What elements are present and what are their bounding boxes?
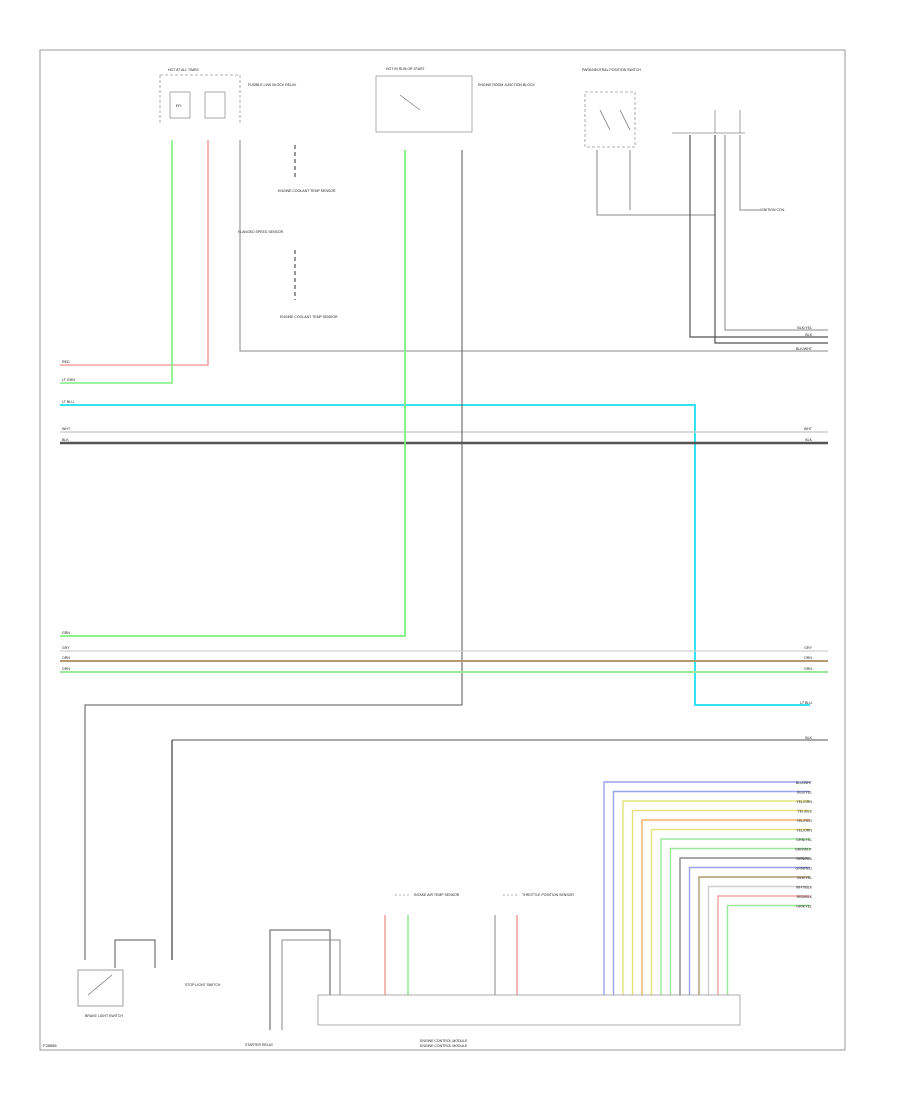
wire-bus-1	[612, 790, 810, 995]
wire-bus-13	[726, 904, 810, 995]
bus-wire-label: GRN/BLK	[796, 857, 812, 861]
ecm-bottom-subtitle: ENGINE CONTROL MODULE	[420, 1044, 468, 1048]
left-wire-label: LT GRN	[62, 378, 75, 382]
wire-bus-7	[669, 847, 810, 995]
relay-mid-title: HOT IN RUN OR START	[386, 67, 426, 71]
bus-wire-label: GRN/YEL	[796, 838, 812, 842]
bus-wire-label: YEL/RED	[797, 819, 813, 823]
right-wire-labels: BLK/YEL BLK BLK/WHT WHT BLK GRY ORN GRN LT BLU BL…	[796, 326, 813, 740]
neutral-switch-title: PARK/NEUTRAL POSITION SWITCH	[582, 68, 641, 72]
right-wire-label: ORN	[804, 656, 812, 660]
footer-code: F28558	[43, 1043, 57, 1048]
ecm-bottom-title: ENGINE CONTROL MODULE	[420, 1039, 468, 1043]
wire-red	[60, 140, 209, 366]
starter-relay-label: STARTER RELAY	[245, 1043, 274, 1047]
right-wire-label: WHT	[804, 427, 813, 431]
wire-neutral-1	[596, 150, 715, 216]
left-wire-label: RED	[62, 360, 70, 364]
wire-right-1	[689, 135, 828, 338]
intake-air-temp-sensor: INTAKE AIR TEMP SENSOR	[395, 893, 460, 897]
connector-top-right	[672, 110, 745, 134]
diagram-frame	[39, 49, 846, 1051]
right-wire-label: BLK	[805, 438, 812, 442]
wire-bus-6	[660, 838, 810, 995]
wire-starter	[269, 929, 331, 1030]
brake-light-switch-label: BRAKE LIGHT SWITCH	[85, 1014, 123, 1018]
relay-left-title: HOT AT ALL TIMES	[168, 68, 199, 72]
wire-lt-grn	[60, 140, 173, 384]
sensor-a-label: ENGINE COOLANT TEMP SENSOR	[278, 189, 336, 193]
wire-cyan	[60, 404, 810, 706]
right-wire-label: BLK	[805, 736, 812, 740]
bus-wire-labels: BLU/WHT BLU/YEL YEL/GRN YEL/BLK YEL/RED YEL/O…	[795, 781, 813, 909]
bus-wire-label: GRN/RED	[795, 867, 812, 871]
wire-bus-12	[717, 895, 810, 995]
wire-layer	[60, 135, 828, 1030]
throttle-position-sensor: THROTTLE POSITION SENSOR	[503, 893, 574, 897]
bus-wire-label: WHT/BLK	[796, 886, 813, 890]
ecm-note: IGNITION COIL	[760, 208, 785, 212]
right-wire-label: BLK/WHT	[796, 347, 813, 351]
right-wire-label: GRY	[804, 646, 812, 650]
wire-switch-tie	[114, 939, 156, 968]
wire-bus-3	[631, 809, 810, 995]
bus-wire-label: YEL/GRN	[796, 800, 812, 804]
left-wire-label: LT BLU	[62, 400, 74, 404]
wire-gray-mid	[84, 150, 463, 960]
left-wire-label: GRN	[62, 631, 70, 635]
intake-air-temp-sensor-label: INTAKE AIR TEMP SENSOR	[414, 893, 460, 897]
relay-left-note: FUSIBLE LINK BLOCK RELAY	[248, 83, 297, 87]
wire-right-3	[724, 135, 828, 331]
brake-light-switch: BRAKE LIGHT SWITCH	[77, 969, 124, 1018]
bus-wire-label: BLU/YEL	[797, 791, 812, 795]
right-wire-label: BLK	[805, 333, 812, 337]
wire-gray-top	[239, 140, 828, 352]
wire-bus-2	[622, 800, 810, 995]
left-wire-label: WHT	[62, 427, 71, 431]
stop-light-switch-note: STOP LIGHT SWITCH	[185, 983, 221, 987]
right-wire-label: LT BLU	[800, 701, 812, 705]
wire-bus-9	[688, 866, 810, 995]
bus-wire-label: BLU/WHT	[796, 781, 813, 785]
relay-mid: HOT IN RUN OR START ENGINE ROOM JUNCTION…	[375, 67, 535, 133]
wire-bus-0	[603, 781, 810, 995]
wire-bus-11	[707, 885, 810, 995]
sensor-b-label: ENGINE COOLANT TEMP SENSOR	[280, 315, 338, 319]
bus-wire-label: GRN/WHT	[795, 848, 813, 852]
left-wire-label: GRN	[62, 667, 70, 671]
relay-mid-note: ENGINE ROOM JUNCTION BLOCK	[478, 83, 535, 87]
throttle-position-sensor-label: THROTTLE POSITION SENSOR	[522, 893, 574, 897]
wire-green-mid	[60, 150, 406, 637]
left-wire-labels: RED LT GRN LT BLU WHT BLK GRN GRY ORN GRN	[62, 360, 75, 671]
wire-starter-2	[281, 939, 341, 1030]
bus-wire-label: YEL/ORN	[796, 829, 812, 833]
left-wire-label: BLK	[62, 438, 69, 442]
wire-bus-4	[641, 819, 810, 995]
neutral-switch: PARK/NEUTRAL POSITION SWITCH	[582, 68, 641, 148]
right-wire-label: GRN	[804, 667, 812, 671]
bus-wire-label: RED/BLK	[797, 895, 813, 899]
wire-bus-10	[698, 876, 810, 995]
right-wire-label: BLK/YEL	[797, 326, 812, 330]
sensor-mid-title: FLANGED SPEED SENSOR	[238, 230, 284, 234]
bus-wire-label: GRN/YEL	[796, 905, 812, 909]
relay-left-fuse-label: EFI	[176, 104, 181, 108]
wire-right-2	[714, 135, 828, 344]
wire-bus-8	[679, 857, 810, 995]
sensor-b: ENGINE COOLANT TEMP SENSOR	[280, 250, 338, 319]
ecm-bottom: ENGINE CONTROL MODULE ENGINE CONTROL MOD…	[317, 994, 741, 1048]
bus-wire-label: YEL/BLK	[797, 810, 812, 814]
sensor-a: ENGINE COOLANT TEMP SENSOR	[278, 145, 336, 193]
relay-left: HOT AT ALL TIMES EFI FUSIBLE LINK BLOCK …	[159, 68, 297, 124]
wire-bus-5	[650, 828, 810, 995]
left-wire-label: GRY	[62, 646, 70, 650]
left-wire-label: ORN	[62, 656, 70, 660]
bus-wire-label: BLK/YEL	[797, 876, 812, 880]
wire-right-4	[739, 135, 760, 211]
